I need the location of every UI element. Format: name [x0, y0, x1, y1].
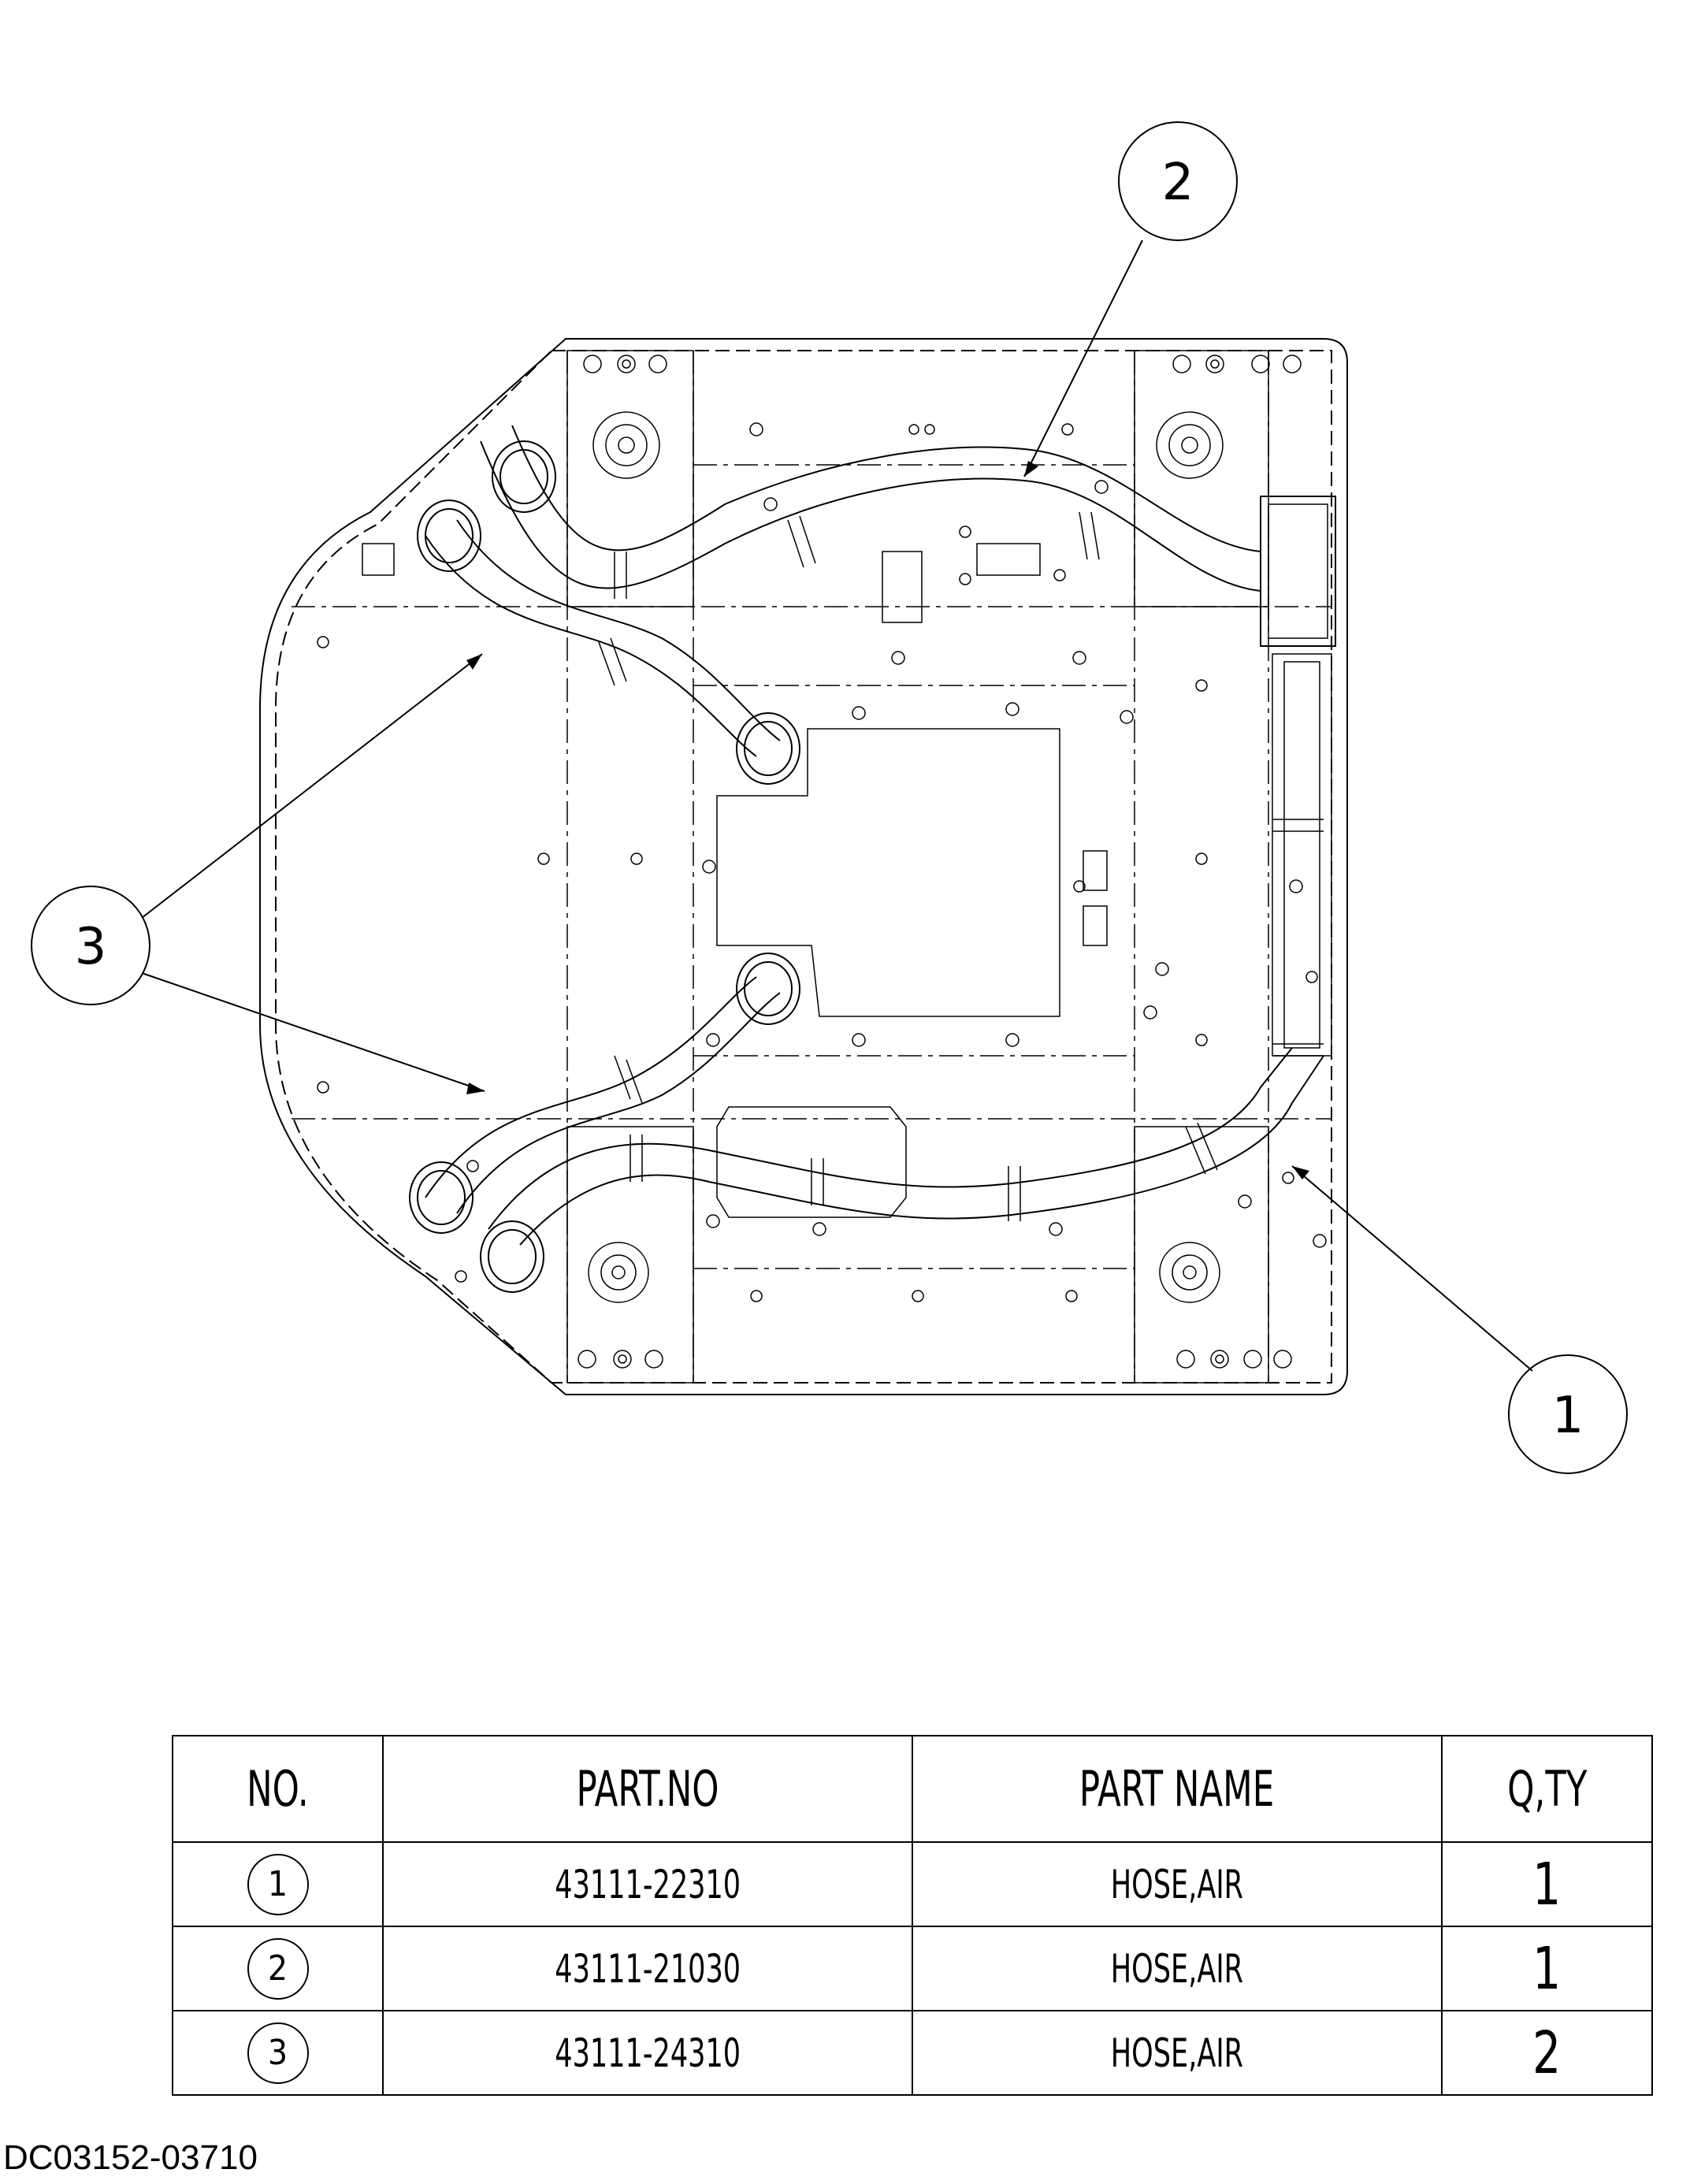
- hose-3-upper: [425, 535, 757, 757]
- callout-label-1: 1: [1552, 1387, 1584, 1445]
- item-number-circle: 3: [247, 2022, 309, 2084]
- hose-2: [480, 440, 1261, 592]
- header-no: NO.: [172, 1735, 384, 1843]
- item-number-circle: 2: [247, 1937, 309, 2000]
- document-id: DC03152-03710: [3, 2138, 258, 2177]
- hose-1: [488, 1047, 1293, 1230]
- part-number: 43111-22310: [555, 1861, 741, 1907]
- parts-table: NO. PART.NO PART NAME Q,TY 1 43111-22310…: [172, 1735, 1653, 2096]
- leader-1: [1291, 1165, 1533, 1372]
- parts-table-header: NO. PART.NO PART NAME Q,TY: [172, 1735, 1653, 1843]
- part-number: 43111-24310: [555, 2030, 741, 2076]
- floor-plate-outline: [259, 338, 1348, 1395]
- callout-label-3: 3: [75, 918, 107, 976]
- callout-circle-3: [31, 886, 150, 1005]
- part-name: HOSE,AIR: [1110, 1945, 1244, 1992]
- header-qty: Q,TY: [1441, 1735, 1653, 1843]
- table-row: 3 43111-24310 HOSE,AIR 2: [172, 2010, 1653, 2096]
- callout-circle-2: [1118, 121, 1238, 241]
- item-number-circle: 1: [247, 1853, 309, 1915]
- callout-label-2: 2: [1162, 154, 1194, 212]
- quantity: 2: [1532, 2019, 1562, 2087]
- part-name: HOSE,AIR: [1110, 2030, 1244, 2076]
- leader-3b: [141, 972, 485, 1092]
- header-part-no: PART.NO: [382, 1735, 913, 1843]
- quantity: 1: [1532, 1934, 1562, 2003]
- assembly-drawing: 2 3 1: [31, 121, 1628, 1474]
- table-row: 2 43111-21030 HOSE,AIR 1: [172, 1926, 1653, 2011]
- table-row: 1 43111-22310 HOSE,AIR 1: [172, 1841, 1653, 1927]
- callout-circle-1: [1508, 1354, 1628, 1474]
- header-part-name: PART NAME: [912, 1735, 1443, 1843]
- leader-3a: [141, 653, 483, 919]
- leader-2: [1023, 240, 1143, 477]
- quantity: 1: [1532, 1850, 1562, 1918]
- part-name: HOSE,AIR: [1110, 1861, 1244, 1907]
- part-number: 43111-21030: [555, 1945, 741, 1992]
- hose-3-lower: [425, 976, 757, 1198]
